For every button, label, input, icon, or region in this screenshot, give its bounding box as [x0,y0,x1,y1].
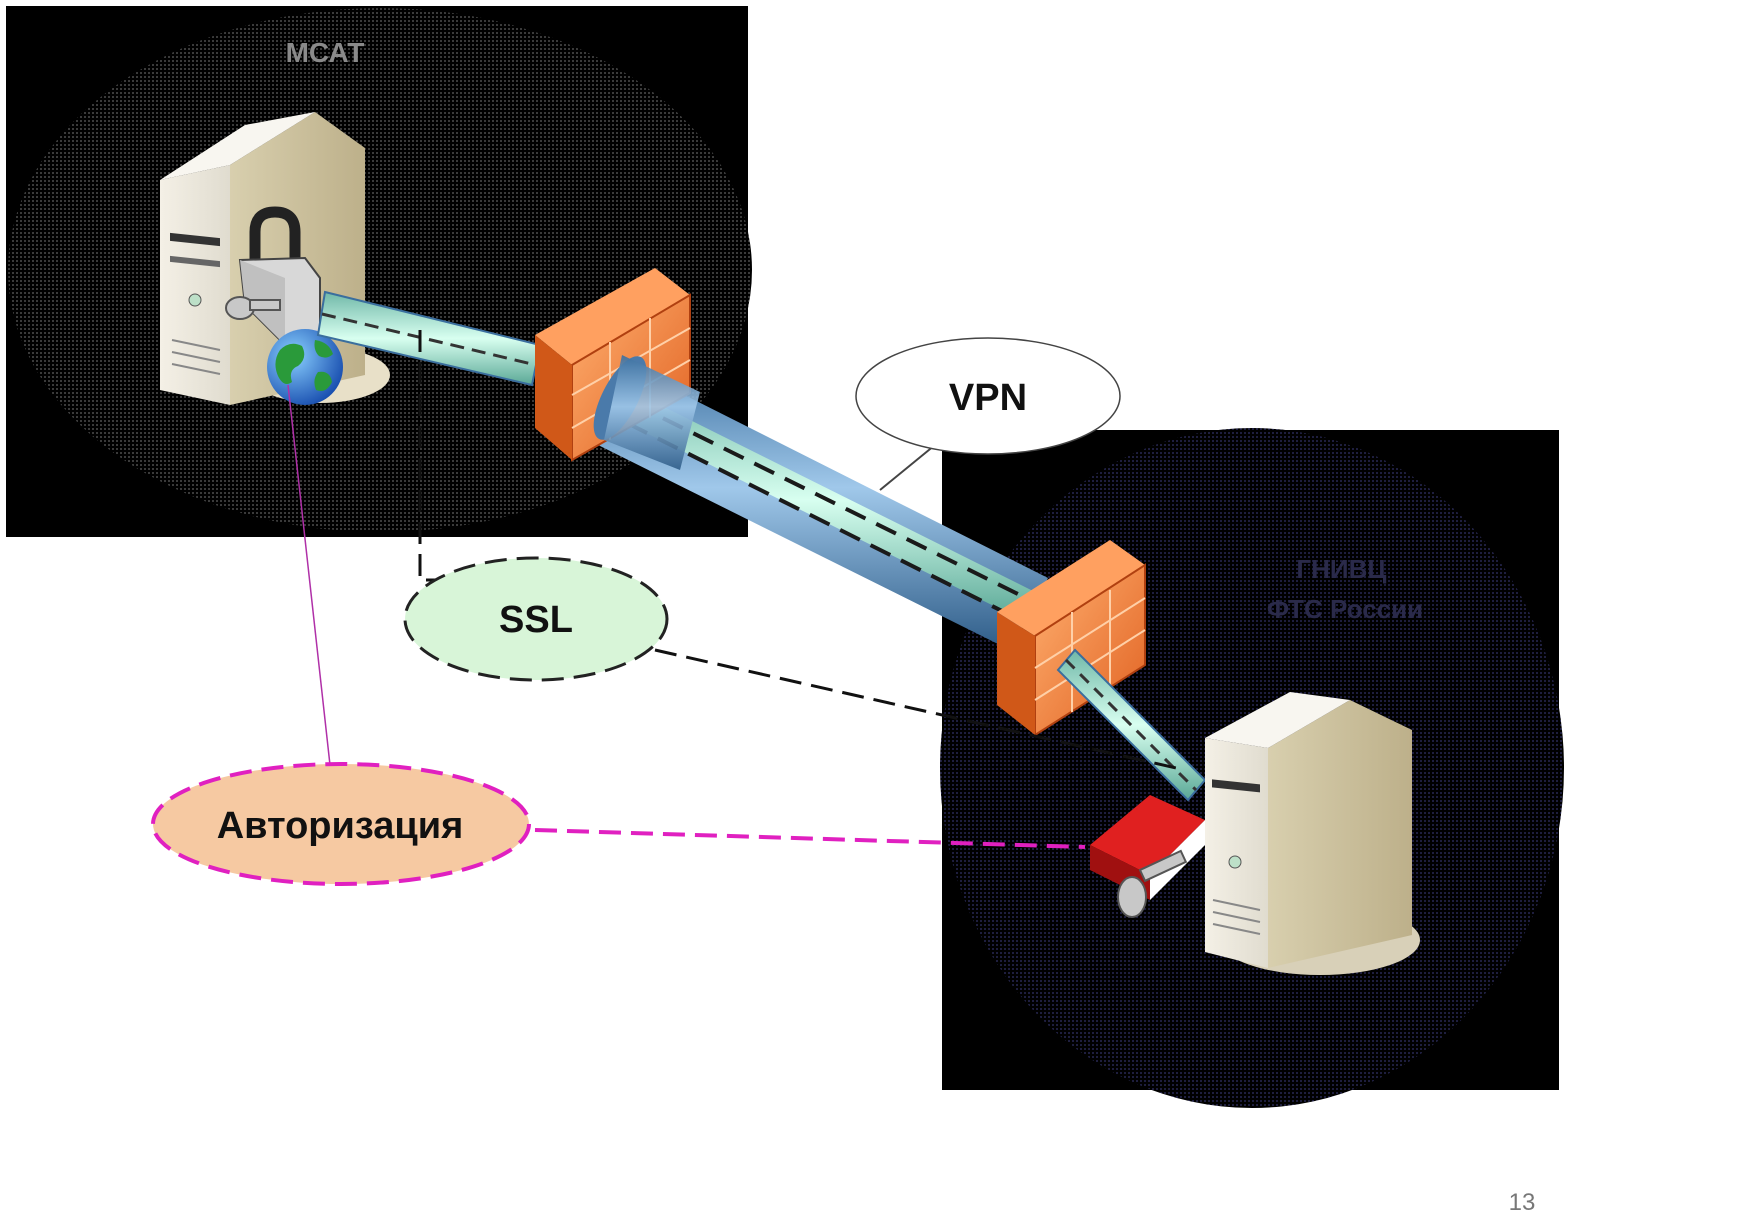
tunnel-segment-left [316,290,542,387]
slide-number: 13 [1509,1189,1536,1216]
tunnel-segment-right [1056,648,1207,802]
auth-connector [534,828,1086,849]
vpn-label: VPN [949,377,1027,419]
vpn-pointer [879,444,936,491]
ssl-label: SSL [499,599,573,641]
auth-label: Авторизация [217,805,464,847]
zone-gnivc-label-line2: ФТС России [1267,594,1423,624]
zone-gnivc-label: ГНИВЦ ФТС России [1267,554,1423,624]
zone-gnivc-label-line1: ГНИВЦ [1296,554,1386,584]
vpn-callout: VPN [855,337,1121,455]
ssl-connector-right [654,648,1186,772]
vpn-tunnel-front [604,355,700,470]
server-icon-right [1205,692,1420,975]
key-icon-left [225,296,281,320]
ssl-callout: SSL [403,556,669,682]
firewall-icon-right [997,540,1146,737]
globe-icon [267,329,343,405]
key-icon-right [1117,849,1188,918]
zone-mcat-label: МСАТ [286,37,365,68]
auth-callout: Авторизация [151,762,531,886]
auth-pointer [287,384,331,766]
